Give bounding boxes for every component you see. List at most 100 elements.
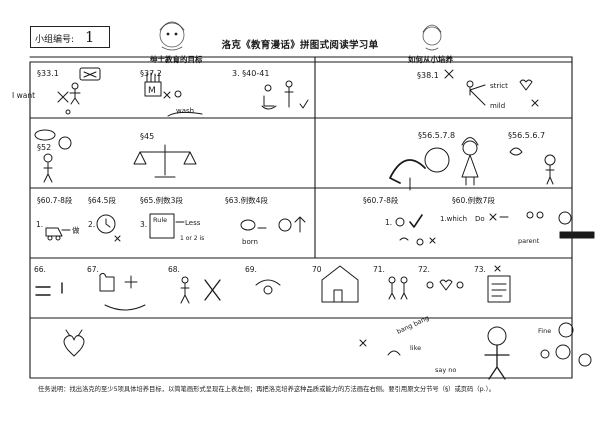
sketch-cross-icon	[83, 71, 97, 78]
label-say-no: say no	[435, 366, 456, 374]
sketch-gear	[278, 218, 292, 232]
sketch-bent-figure	[389, 159, 426, 184]
sketch-stick-figure-3	[545, 164, 555, 185]
sketch-girl	[461, 137, 479, 186]
sketch-cart	[45, 227, 63, 237]
sketch-head-14	[456, 281, 464, 289]
sketch-stick-figure-4	[180, 282, 190, 304]
sketch-x-icon-2	[163, 91, 171, 99]
label-do: 做	[72, 225, 80, 235]
sketch-heart-2	[439, 279, 453, 291]
row2-left-sketches: §52 §45	[34, 129, 197, 183]
label-71: 71.	[373, 265, 385, 274]
sketch-head-5	[43, 153, 53, 163]
sketch-stick-figure-5	[484, 344, 510, 380]
sketch-head-3	[285, 80, 293, 88]
label-68: 68.	[168, 265, 180, 274]
sketch-face-2	[555, 344, 571, 360]
sketch-dot	[416, 238, 424, 246]
label-mild: mild	[490, 102, 505, 110]
sketch-head-9	[536, 211, 544, 219]
sketch-x-icon-6	[429, 237, 436, 244]
sketch-head-11	[388, 276, 396, 284]
label-like: like	[410, 344, 421, 352]
sketch-small-circle	[65, 109, 71, 115]
label-which: 1.which	[440, 215, 467, 223]
sketch-head-7	[395, 217, 405, 227]
label-num-2: 2.	[88, 220, 95, 229]
label-s60a: §60.7-8段	[37, 195, 73, 205]
right-column-heading: 如何从小培养	[408, 55, 453, 64]
sketch-girl-head	[462, 140, 478, 156]
group-label: 小组编号:	[35, 35, 75, 45]
label-bang: bang bang	[395, 314, 430, 336]
label-s56b: §56.5.6.7	[508, 131, 545, 140]
sketch-fries-box	[144, 81, 162, 97]
sketch-head-4	[466, 80, 474, 88]
sketch-document	[487, 275, 511, 303]
sketch-big-check	[409, 214, 423, 228]
sketch-heart-sparks	[65, 329, 83, 337]
sketch-two-figures	[388, 282, 408, 300]
sketch-lock	[58, 136, 72, 150]
sketch-lips	[509, 147, 523, 156]
group-number-box[interactable]: 小组编号: 1	[30, 26, 110, 48]
label-s38: §38.1	[417, 71, 439, 80]
sketch-head-6	[544, 154, 556, 166]
sketch-x-icon-8	[494, 265, 501, 272]
row5-sketches: bang bang like say no Fine	[63, 314, 592, 380]
sketch-face-3	[578, 353, 592, 367]
label-parent: parent	[518, 237, 540, 245]
sketch-head-12	[400, 276, 408, 284]
sketch-smile-curve	[104, 304, 146, 311]
label-s60c: §60.例数7段	[452, 195, 495, 205]
sketch-big-x	[204, 279, 221, 301]
portrait-child	[422, 24, 442, 51]
sketch-plus	[124, 275, 138, 289]
sketch-document-lines	[491, 283, 507, 297]
sketch-house	[321, 265, 359, 303]
label-69: 69.	[245, 265, 257, 274]
sketch-standing-figure	[284, 86, 294, 108]
label-s63: §63.例数4段	[225, 195, 268, 205]
sketch-arrows	[469, 84, 486, 106]
sketch-x-icon-3	[444, 69, 454, 79]
label-num-r1: 1.	[385, 218, 392, 227]
sketch-x-icon-9	[359, 339, 367, 347]
sketch-head-10	[181, 276, 189, 284]
worksheet-title: 洛克《教育漫话》拼图式阅读学习单	[221, 40, 379, 51]
sketch-head-15	[487, 326, 507, 346]
group-number: 1	[84, 28, 95, 46]
sketch-clock	[96, 214, 116, 234]
row4-sketches: 66. 67. 68. 69. 70 71. 72.	[34, 265, 511, 311]
label-67: 67.	[87, 265, 99, 274]
sketch-x-icon	[57, 91, 69, 103]
label-i-want: I want	[12, 91, 35, 100]
label-fine: Fine	[538, 327, 551, 335]
sketch-scribble-bar	[559, 231, 595, 239]
sketch-m-letter: M	[148, 86, 156, 96]
left-column-heading: 绅士教育的目标	[150, 55, 203, 64]
label-rule: Rule	[153, 216, 167, 224]
sketch-face-4	[540, 349, 550, 359]
label-70: 70	[312, 265, 322, 274]
sketch-house-door	[333, 289, 343, 303]
sketch-brain	[240, 219, 256, 231]
sketch-head	[71, 82, 79, 90]
sketch-wheel-2	[55, 235, 61, 241]
sketch-box-icon	[79, 67, 101, 81]
sketch-thumbs-up	[99, 272, 115, 292]
label-less: Less	[185, 219, 201, 227]
portrait-locke	[159, 21, 185, 51]
label-wash: wash	[176, 107, 194, 115]
label-is: 1 or 2 is	[180, 235, 204, 242]
sketch-apple	[174, 90, 182, 98]
sketch-up-arrow	[294, 216, 306, 233]
sketch-scribble	[387, 350, 401, 356]
label-s64: §64.5段	[88, 195, 116, 205]
label-s33: §33.1	[37, 69, 59, 78]
sketch-rule-card	[149, 213, 175, 239]
sketch-wheel-1	[47, 235, 53, 241]
sketch-scale	[133, 144, 197, 178]
